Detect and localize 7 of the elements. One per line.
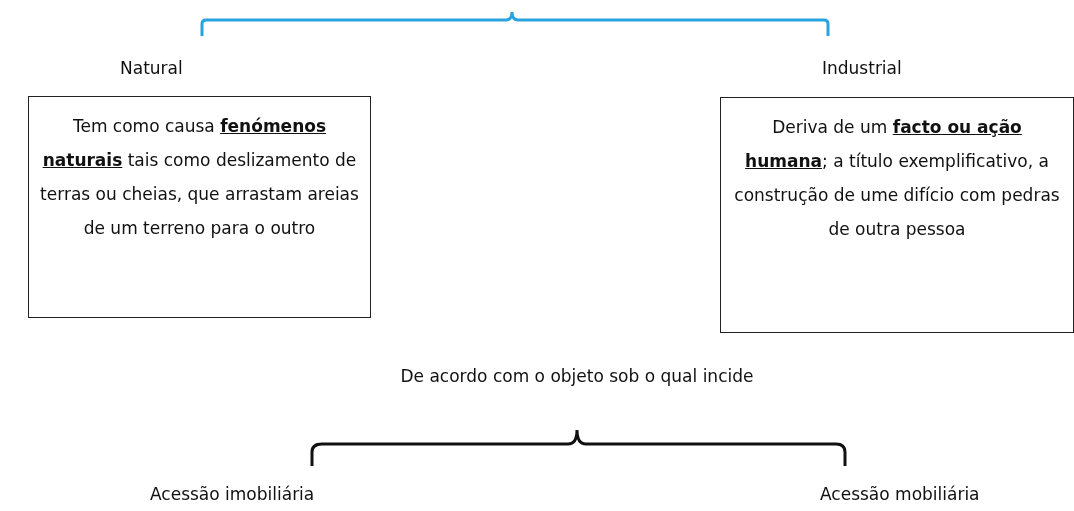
category-label: Acessão mobiliária [820,484,980,504]
heading: Natural [120,58,183,78]
subheading: De acordo com o objeto sob o qual incide [400,366,754,386]
description-text: Tem como causa fenómenos naturais tais como deslizamento de terras ou cheias, que arrastam areias de um terreno para o outro [39,115,360,240]
description-text: Deriva de um facto ou ação humana; a título exemplificativo, a construção de ume difício com pedras de outra pessoa [733,116,1061,241]
category-label: Acessão imobiliária [150,484,315,504]
heading: Industrial [822,58,902,78]
